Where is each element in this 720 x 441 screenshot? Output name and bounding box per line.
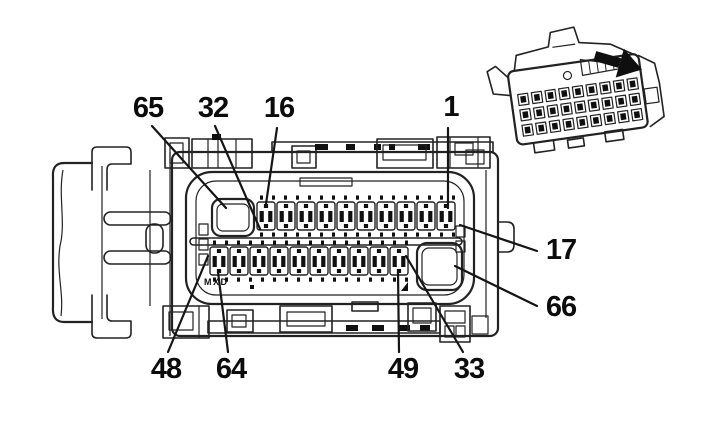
pin-cavity	[369, 246, 389, 276]
harness-lock-slider	[51, 146, 172, 339]
pin-cavity	[329, 246, 349, 276]
callout-pin-33: 33	[453, 353, 485, 385]
pin-cavity	[309, 246, 329, 276]
molded-marks	[250, 282, 408, 291]
pin-cavity	[276, 201, 296, 231]
pin-cavity	[249, 246, 269, 276]
pin-cavity	[416, 201, 436, 231]
housing-bottom-rail	[162, 301, 471, 343]
pin-cavity	[376, 201, 396, 231]
callout-leader-lines	[150, 124, 539, 354]
pin-cavity	[296, 201, 316, 231]
housing-top-rail	[164, 134, 494, 169]
pin-cavity	[436, 201, 456, 231]
callout-pin-1: 1	[443, 91, 459, 123]
callout-pin-66: 66	[545, 291, 577, 323]
pin-cavity	[289, 246, 309, 276]
pin-cavity	[396, 201, 416, 231]
cavity-65	[210, 197, 256, 238]
main-view-housing	[51, 134, 515, 343]
callout-pin-65: 65	[132, 92, 164, 124]
terminal-row-top	[256, 201, 456, 231]
callout-pin-64: 64	[215, 353, 247, 385]
pin-cavity	[356, 201, 376, 231]
pin-cavity	[269, 246, 289, 276]
connector-mating-face	[184, 170, 476, 306]
callout-pin-49: 49	[387, 353, 419, 385]
pin-cavity	[389, 246, 409, 276]
callout-pin-48: 48	[150, 353, 182, 385]
callout-pin-16: 16	[263, 92, 295, 124]
direction-arrow-icon	[593, 48, 642, 78]
pin-cavity	[229, 246, 249, 276]
inset-terminal-grid	[517, 77, 644, 137]
pin-cavity	[349, 246, 369, 276]
housing-marking-text: MXD	[204, 277, 229, 287]
terminal-row-bottom	[209, 246, 409, 276]
callout-pin-32: 32	[197, 92, 229, 124]
inset-perspective-view	[486, 26, 665, 154]
pin-cavity	[336, 201, 356, 231]
callout-pin-17: 17	[545, 234, 577, 266]
terminal-index-dots	[213, 195, 455, 282]
pin-cavity	[316, 201, 336, 231]
pin-cavity	[209, 246, 229, 276]
housing-right-edge	[465, 149, 515, 335]
